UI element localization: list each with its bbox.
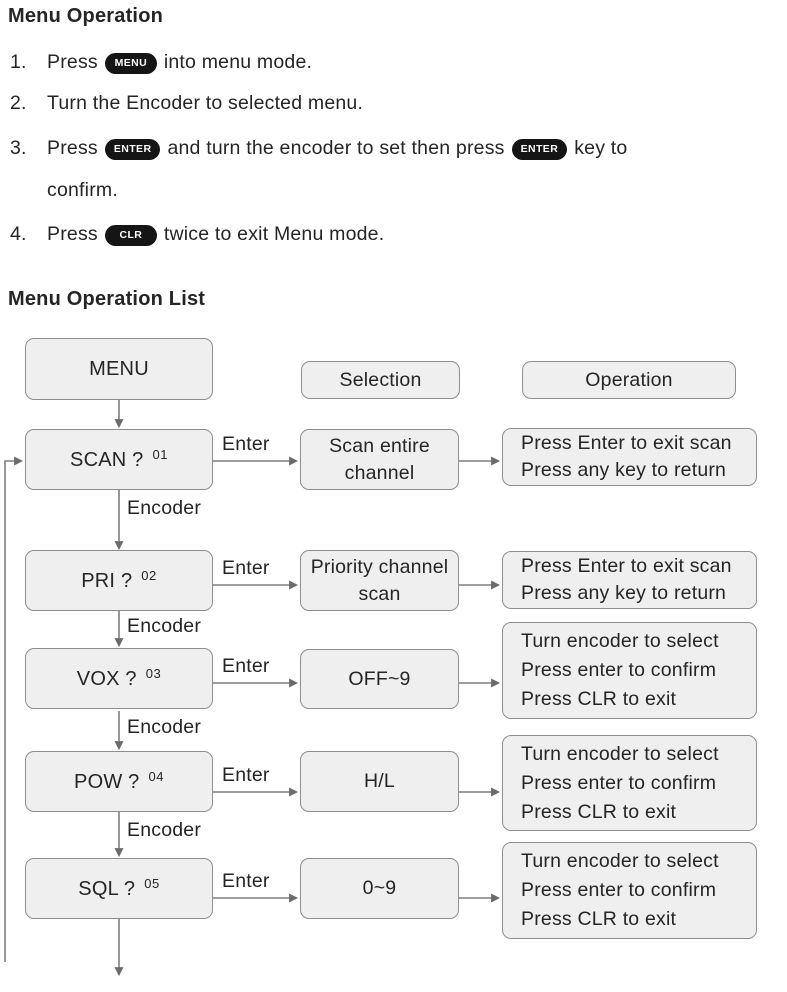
- menu-root-label: MENU: [89, 357, 149, 380]
- menu-box-index: 02: [141, 568, 157, 583]
- operation-box-pri: Press Enter to exit scan Press any key t…: [502, 551, 757, 609]
- menu-box-label: PRI ?: [81, 570, 133, 592]
- menu-box-pri: PRI ? 02: [25, 550, 213, 611]
- step-number: 2.: [10, 92, 27, 114]
- step-number: 1.: [10, 51, 27, 73]
- operation-line: Turn encoder to select: [521, 630, 719, 652]
- selection-line: scan: [358, 582, 401, 605]
- operation-line: Press enter to confirm: [521, 659, 717, 681]
- step-number: 4.: [10, 223, 27, 245]
- step-3-continuation: confirm.: [47, 179, 118, 201]
- operation-line: Press enter to confirm: [521, 771, 717, 794]
- selection-box-pri: Priority channel scan: [300, 550, 459, 611]
- operation-box-sql: Turn encoder to select Press enter to co…: [502, 842, 757, 939]
- menu-box-index: 01: [152, 447, 168, 462]
- menu-box-label: SCAN ?: [70, 449, 144, 471]
- step-2: 2. Turn the Encoder to selected menu.: [10, 91, 363, 115]
- step-text: and turn the encoder to set then press: [167, 137, 505, 159]
- operation-line: Press any key to return: [521, 459, 727, 481]
- operation-line: Press CLR to exit: [521, 688, 677, 710]
- operation-line: Press CLR to exit: [521, 800, 677, 823]
- selection-line: Priority channel: [310, 555, 449, 578]
- step-text: Press: [47, 51, 98, 73]
- step-text: into menu mode.: [163, 51, 313, 73]
- column-header-operation: Operation: [522, 361, 736, 399]
- menu-box-index: 05: [144, 876, 160, 891]
- selection-line: H/L: [364, 770, 395, 792]
- enter-label: Enter: [222, 433, 270, 455]
- menu-box-vox: VOX ? 03: [25, 648, 213, 709]
- selection-box-sql: 0~9: [300, 858, 459, 919]
- menu-box-pow: POW ? 04: [25, 751, 213, 812]
- operation-box-vox: Turn encoder to select Press enter to co…: [502, 622, 757, 719]
- step-number: 3.: [10, 137, 27, 159]
- menu-root-box: MENU: [25, 338, 213, 400]
- selection-line: Scan entire: [329, 434, 430, 457]
- enter-key-badge: ENTER: [104, 139, 161, 160]
- selection-line: channel: [344, 461, 415, 484]
- selection-line: 0~9: [362, 877, 397, 899]
- operation-line: Turn encoder to select: [521, 742, 719, 765]
- step-1: 1. Press MENU into menu mode.: [10, 50, 312, 74]
- operation-line: Press Enter to exit scan: [521, 432, 732, 454]
- step-text: Turn the Encoder to selected menu.: [47, 92, 364, 114]
- enter-label: Enter: [222, 870, 270, 892]
- clr-key-badge: CLR: [104, 225, 157, 246]
- enter-label: Enter: [222, 764, 270, 786]
- menu-box-index: 04: [148, 769, 164, 784]
- menu-box-label: SQL ?: [78, 878, 136, 900]
- operation-line: Press enter to confirm: [521, 879, 717, 901]
- operation-header-label: Operation: [585, 368, 673, 391]
- menu-box-scan: SCAN ? 01: [25, 429, 213, 490]
- encoder-label: Encoder: [127, 819, 202, 841]
- operation-box-scan: Press Enter to exit scan Press any key t…: [502, 428, 757, 486]
- encoder-label: Encoder: [127, 716, 202, 738]
- encoder-label: Encoder: [127, 615, 202, 637]
- section-title-menu-operation-list: Menu Operation List: [8, 288, 206, 310]
- menu-box-label: POW ?: [74, 771, 140, 793]
- selection-header-label: Selection: [339, 368, 422, 391]
- menu-box-index: 03: [145, 666, 162, 681]
- step-3: 3. Press ENTER and turn the encoder to set …: [10, 136, 627, 160]
- menu-key-badge: MENU: [104, 53, 157, 74]
- encoder-label: Encoder: [127, 497, 202, 519]
- step-text: Press: [47, 223, 98, 245]
- enter-label: Enter: [222, 655, 270, 677]
- operation-line: Turn encoder to select: [521, 850, 719, 872]
- menu-box-label: VOX ?: [76, 668, 137, 690]
- column-header-selection: Selection: [301, 361, 460, 399]
- step-text: twice to exit Menu mode.: [163, 223, 385, 245]
- arrow-loop-to-scan: [4, 456, 24, 962]
- operation-line: Press Enter to exit scan: [521, 555, 732, 577]
- step-4: 4. Press CLR twice to exit Menu mode.: [10, 222, 384, 246]
- section-title-menu-operation: Menu Operation: [8, 5, 164, 27]
- operation-line: Press any key to return: [521, 582, 727, 604]
- selection-box-scan: Scan entire channel: [300, 429, 459, 490]
- step-text: Press: [47, 137, 98, 159]
- selection-box-vox: OFF~9: [300, 649, 459, 709]
- selection-box-pow: H/L: [300, 751, 459, 812]
- selection-line: OFF~9: [348, 667, 411, 690]
- enter-label: Enter: [222, 557, 270, 579]
- operation-box-pow: Turn encoder to select Press enter to co…: [502, 735, 757, 831]
- operation-line: Press CLR to exit: [521, 908, 677, 930]
- step-text: key to: [574, 137, 628, 159]
- menu-box-sql: SQL ? 05: [25, 858, 213, 919]
- enter-key-badge: ENTER: [511, 139, 568, 160]
